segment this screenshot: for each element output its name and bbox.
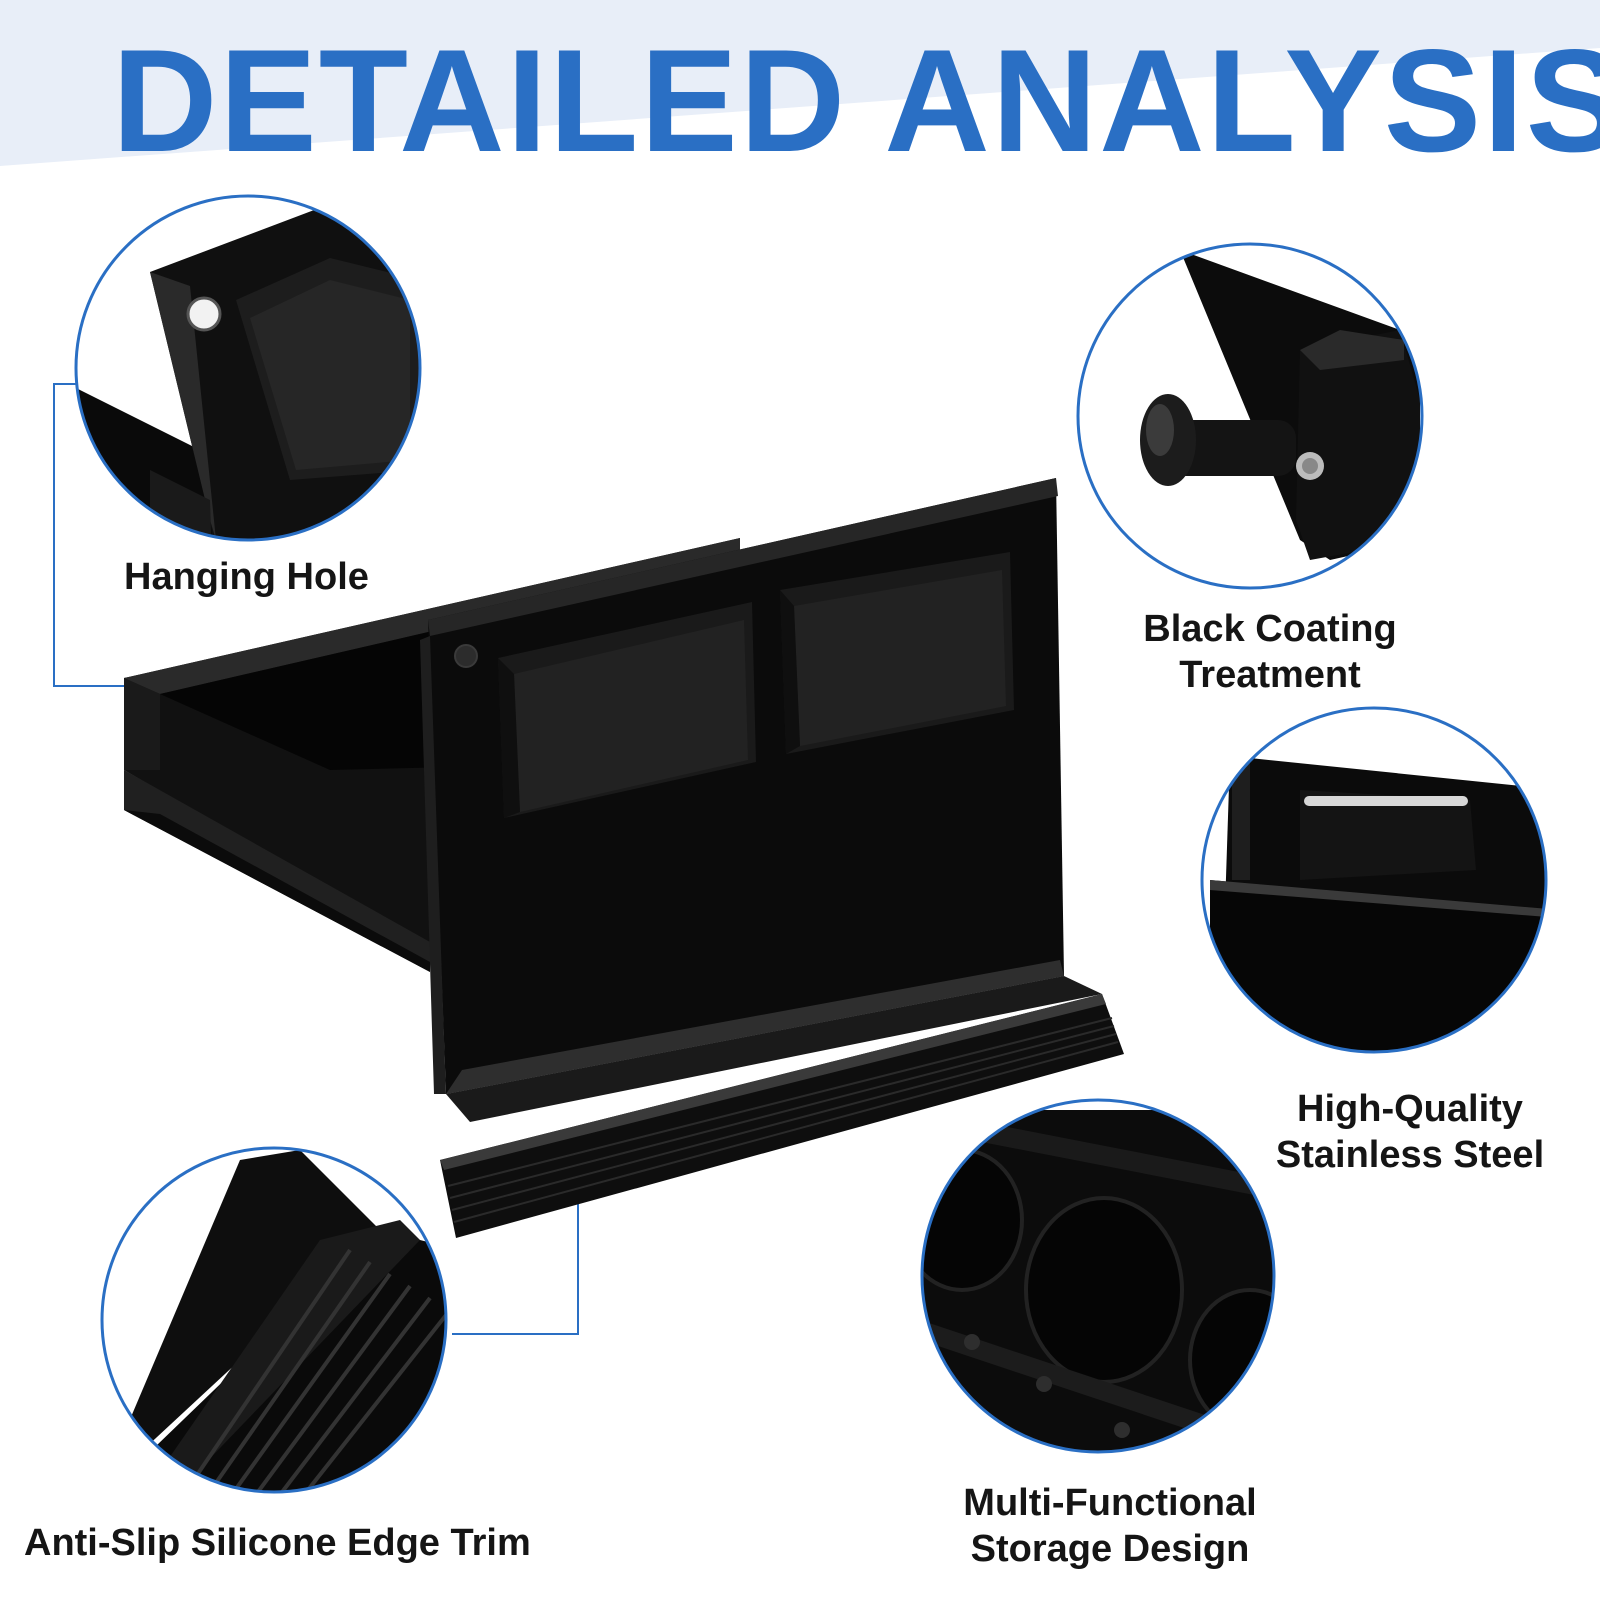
detail-circle-black-coating bbox=[1076, 242, 1424, 590]
magnet-pad-left bbox=[498, 602, 756, 818]
detail-circle-storage bbox=[920, 1098, 1276, 1454]
label-black-coating: Black Coating Treatment bbox=[1143, 608, 1397, 696]
header-band bbox=[0, 0, 1600, 166]
label-hanging-hole: Hanging Hole bbox=[124, 556, 369, 598]
label-storage-design: Multi-Functional Storage Design bbox=[963, 1482, 1257, 1570]
silicone-trim bbox=[440, 994, 1124, 1238]
detail-circle-anti-slip bbox=[100, 1146, 448, 1494]
label-stainless-steel: High-Quality Stainless Steel bbox=[1275, 1088, 1545, 1176]
detail-circle-stainless-steel bbox=[1200, 706, 1548, 1054]
magnet-pad-right bbox=[780, 552, 1014, 754]
main-product bbox=[124, 478, 1124, 1238]
detail-circle-hanging-hole bbox=[74, 194, 422, 542]
label-anti-slip: Anti-Slip Silicone Edge Trim bbox=[24, 1522, 531, 1564]
page-title: DETAILED ANALYSIS bbox=[112, 19, 1600, 182]
hanging-hole bbox=[454, 644, 478, 668]
